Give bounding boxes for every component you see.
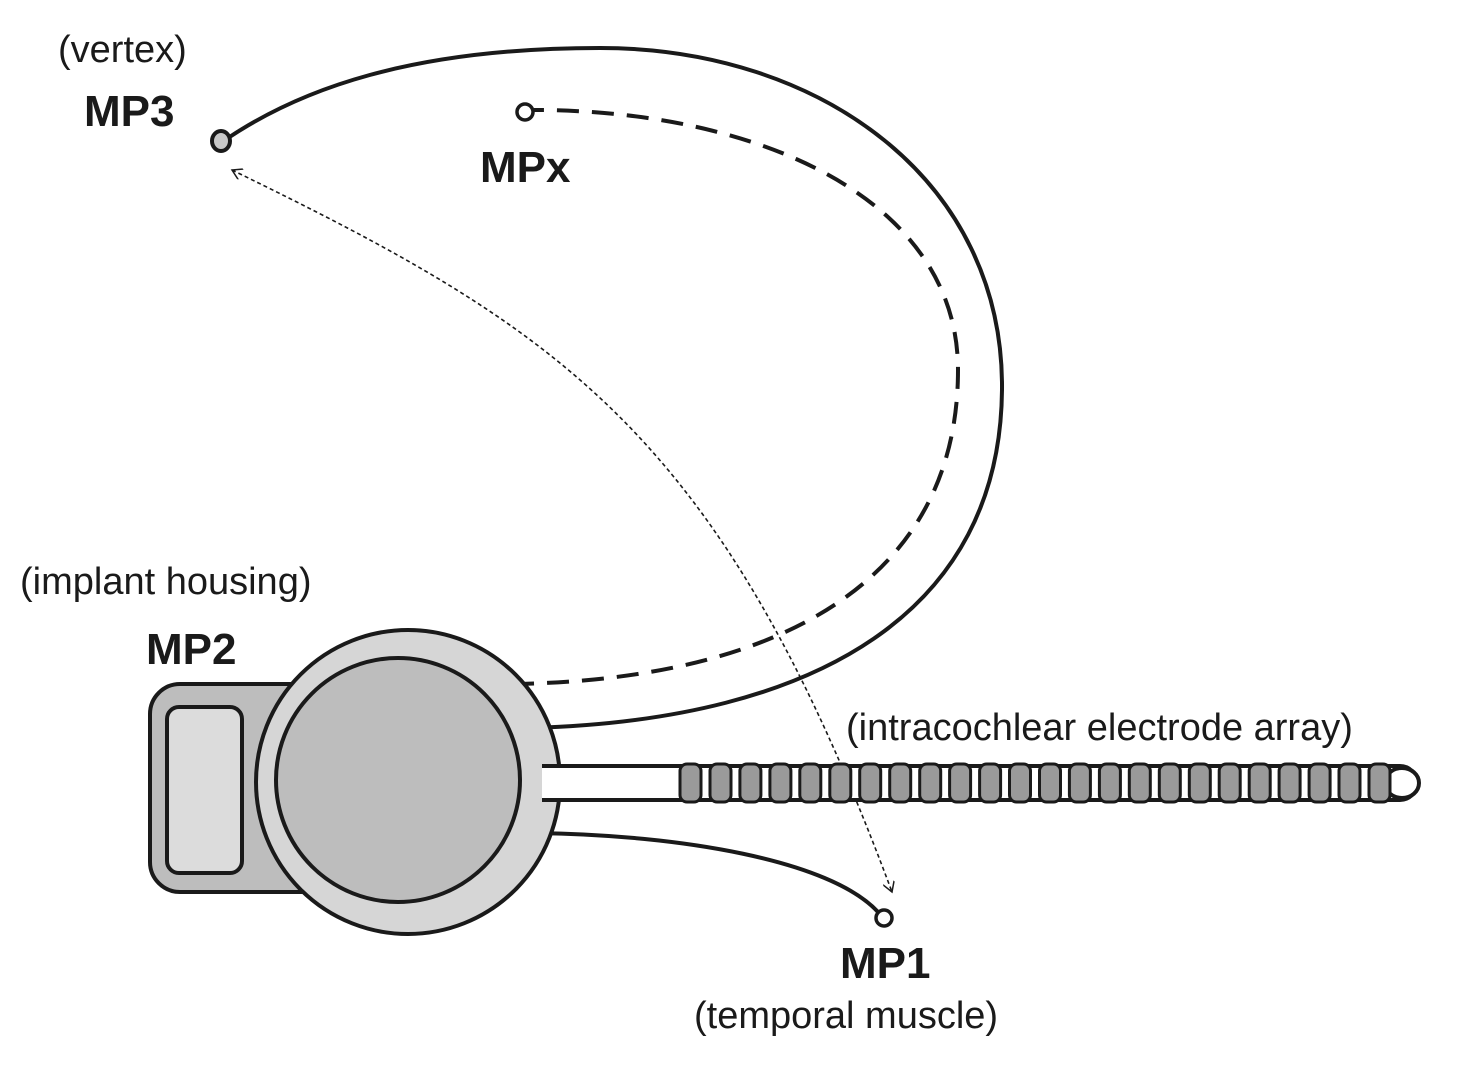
- mp2-label: MP2: [146, 625, 236, 674]
- electrode-contact: [1157, 762, 1182, 804]
- electrode-contact: [678, 762, 703, 804]
- electrode-contact: [948, 762, 973, 804]
- lead-mpx-dashed: [511, 108, 961, 686]
- mp1-description: (temporal muscle): [694, 995, 998, 1037]
- mpx-label: MPx: [480, 143, 571, 192]
- lead-mp1: [535, 831, 880, 914]
- electrode-contact: [1008, 762, 1032, 804]
- electrode-contacts: [678, 762, 1392, 804]
- array-description: (intracochlear electrode array): [846, 707, 1353, 749]
- electrode-contact: [888, 762, 913, 804]
- electrode-contact: [1127, 762, 1152, 804]
- electrode-contact: [918, 762, 943, 804]
- electrode-contact: [1247, 762, 1272, 804]
- housing-inner-panel: [165, 705, 244, 875]
- mpx-electrode-dot: [515, 102, 535, 122]
- housing-inner-disc: [274, 656, 522, 904]
- electrode-contact: [1217, 762, 1242, 804]
- electrode-contact: [978, 762, 1003, 804]
- electrode-contact: [1367, 762, 1392, 804]
- mp1-label: MP1: [840, 939, 930, 988]
- electrode-contact: [1337, 762, 1362, 804]
- electrode-contact: [1067, 762, 1092, 804]
- mp3-description: (vertex): [58, 29, 187, 71]
- mp3-electrode-dot: [210, 129, 232, 153]
- electrode-contact: [1277, 762, 1302, 804]
- lead-mp3: [226, 45, 1005, 730]
- electrode-contact: [738, 762, 763, 804]
- mp1-electrode-dot: [874, 908, 894, 928]
- electrode-contact: [1307, 762, 1332, 804]
- electrode-contact: [1097, 762, 1122, 804]
- electrode-contact: [708, 762, 733, 804]
- measurement-arrow-mp3-mp1: [232, 170, 892, 892]
- electrode-contact: [1038, 762, 1062, 804]
- electrode-contact: [798, 762, 823, 804]
- electrode-contact: [858, 762, 883, 804]
- electrode-contact: [1187, 762, 1212, 804]
- electrode-contact: [768, 762, 793, 804]
- mp3-label: MP3: [84, 87, 174, 136]
- mp2-description: (implant housing): [20, 561, 311, 603]
- electrode-contact: [828, 762, 853, 804]
